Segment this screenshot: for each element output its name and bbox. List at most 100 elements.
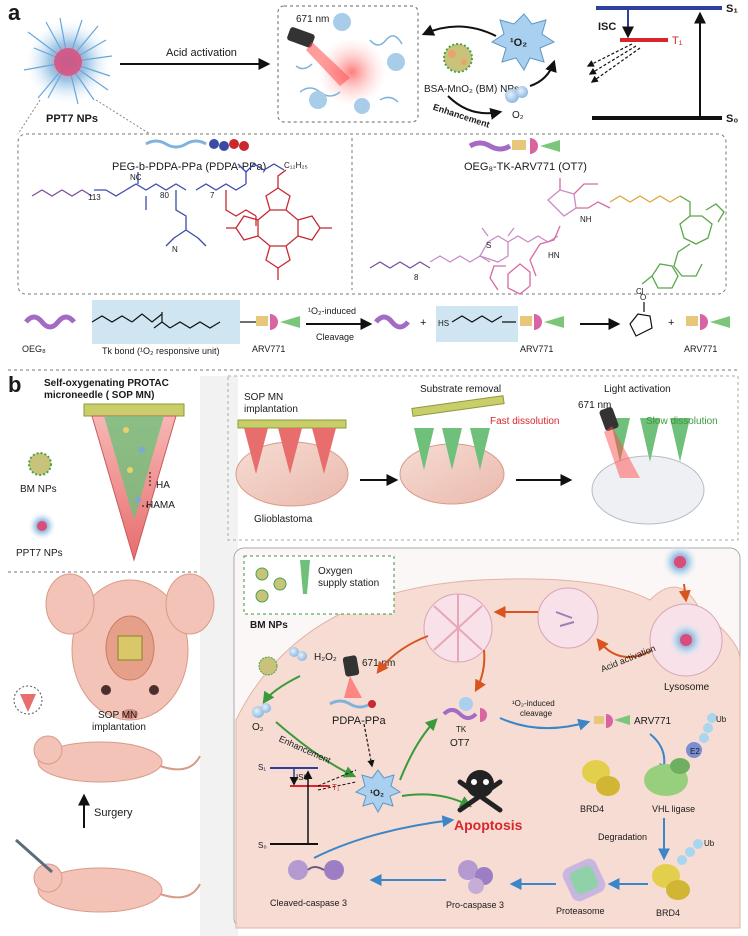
plus-sign-1: + xyxy=(420,317,426,329)
sop-title-line-1: Self-oxygenating PROTAC xyxy=(44,378,169,389)
o2-to-apoptosis-arrow xyxy=(401,793,473,808)
ot7-title: OEG₈-TK-ARV771 (OT7) xyxy=(464,161,587,173)
o2-induced-label: ¹O₂-induced xyxy=(308,306,356,316)
process-box xyxy=(227,375,739,541)
incoming-ppt7-icon xyxy=(662,544,698,580)
bm-nps-label: BSA-MnO₂ (BM) NPs xyxy=(424,84,519,95)
light-glow xyxy=(318,38,386,106)
step3-wavelength-label: 671 nm xyxy=(578,400,611,411)
ub-label-1: Ub xyxy=(716,715,727,724)
arv771-label-3: ARV771 xyxy=(684,344,717,354)
repeat-7-label: 7 xyxy=(210,191,215,200)
nc-label: NC xyxy=(130,173,142,182)
singlet-oxygen-label: ¹O₂ xyxy=(510,37,527,49)
tissue-with-needles-2 xyxy=(399,395,505,505)
tk-cell-label: TK xyxy=(456,725,467,734)
cyclic-thiocarbonate-structure xyxy=(629,302,653,337)
cleaved-caspase-icon xyxy=(288,860,344,880)
fast-dissolution-label: Fast dissolution xyxy=(490,416,559,427)
singlet-oxygen-star-icon xyxy=(490,13,556,71)
ot7-cleavage-arrow xyxy=(499,717,591,731)
proteasome-icon xyxy=(562,858,606,902)
light-activation-label: Light activation xyxy=(604,384,671,395)
pro-caspase-icon xyxy=(458,860,493,894)
glioblastoma-label: Glioblastoma xyxy=(254,514,313,525)
bm-np-icon xyxy=(443,43,473,73)
apoptosis-label: Apoptosis xyxy=(454,817,523,833)
panel-b-label: b xyxy=(8,372,21,397)
activation-inset-box xyxy=(277,5,419,123)
induced-cleavage-line-1: ¹O₂-induced xyxy=(512,699,555,708)
arv771-label-1: ARV771 xyxy=(252,344,285,354)
sop-microneedle-icon xyxy=(83,403,185,562)
slow-dissolution-label: Slow dissolution xyxy=(646,416,718,427)
zoom-funnel xyxy=(200,376,238,936)
cl-label: Cl xyxy=(636,287,644,296)
t1-label: T₁ xyxy=(672,35,683,47)
o2-to-inset-arrow xyxy=(421,24,497,37)
ppt7-nps-legend-label: PPT7 NPs xyxy=(16,548,63,559)
thiol-structure xyxy=(451,315,516,323)
cleavage-reaction-row xyxy=(24,300,300,344)
h2o2-label: H₂O₂ xyxy=(314,652,337,663)
vhl-ligase-icon xyxy=(644,713,717,796)
sop-title-line-2: microneedle ( SOP MN) xyxy=(44,390,154,401)
o2-enhancement-arrow xyxy=(275,721,357,778)
s1-label: S₁ xyxy=(726,3,738,15)
cell-membrane xyxy=(235,578,741,929)
singlet-oxygen-cell-label: ¹O₂ xyxy=(370,788,384,798)
brd4-icon-1 xyxy=(582,760,620,796)
lysosome-open-icon xyxy=(423,593,493,663)
step1-label-line-2: implantation xyxy=(244,404,298,415)
uptake-arrow xyxy=(678,583,691,603)
ha-label: HA xyxy=(156,480,170,491)
ot7-cell-label: OT7 xyxy=(450,738,470,749)
ppt7-np-legend-icon xyxy=(28,512,56,540)
acid-activation-label: Acid activation xyxy=(166,47,237,59)
oxygen-station-line-1: Oxygen xyxy=(318,566,352,577)
hn-label: HN xyxy=(548,251,560,260)
n-amine-label: N xyxy=(172,245,178,254)
released-oeg-icon xyxy=(374,314,410,330)
cleaved-caspase-label: Cleaved-caspase 3 xyxy=(270,898,347,908)
release-pdpa-arrow xyxy=(376,635,429,674)
o2-to-singlet-arrow xyxy=(529,59,557,87)
pdpa-ppa-title: PEG-b-PDPA-PPa (PDPA-PPa) xyxy=(112,161,266,173)
bm-nps-cell-label: BM NPs xyxy=(250,620,288,631)
singlet-oxygen-badges xyxy=(309,13,405,114)
release-ot7-arrow xyxy=(474,649,486,693)
brd4-ubiquitinated-icon xyxy=(652,839,703,900)
brd4-label-1: BRD4 xyxy=(580,804,604,814)
implant-zoom-needle xyxy=(20,694,36,712)
pdpa-ppa-laser-icon xyxy=(329,655,376,709)
ppt7-nps-label: PPT7 NPs xyxy=(46,113,98,125)
cell-s1-label: S₁ xyxy=(258,763,266,772)
lysosome-intact-icon xyxy=(537,587,599,649)
plus-sign-2: + xyxy=(668,317,674,329)
degradation-label: Degradation xyxy=(598,832,647,842)
inset-wavelength-label: 671 nm xyxy=(296,14,329,25)
pdpa-ppa-cell-label: PDPA-PPa xyxy=(332,715,386,727)
bm-np-h2o2-icon xyxy=(258,647,307,676)
carbonyl-o-label: O xyxy=(640,293,646,302)
lysosome-with-np-icon xyxy=(649,603,723,677)
mouse-head-icon xyxy=(45,573,215,721)
sop-implant-label-1: SOP MN xyxy=(98,710,137,721)
vhl-ligase-label: VHL ligase xyxy=(652,804,695,814)
ppt7-nanoparticle-icon xyxy=(23,17,113,105)
oeg8-label: OEG₈ xyxy=(22,344,46,354)
ot7-molecule-icon xyxy=(468,138,560,154)
panel-a-label: a xyxy=(8,0,21,25)
o2-cell-label: O₂ xyxy=(252,722,264,733)
ub-label-2: Ub xyxy=(704,839,715,848)
structures-box xyxy=(17,133,727,295)
o2-label: O₂ xyxy=(512,110,524,121)
induced-cleavage-line-2: cleavage xyxy=(520,709,553,718)
hama-label: HAMA xyxy=(146,500,175,511)
tk-highlight-box xyxy=(92,300,240,344)
bm-np-legend-icon xyxy=(28,452,52,476)
o2-bubbles-icon xyxy=(505,86,528,103)
mouse-body-icon-2 xyxy=(15,838,201,913)
cleavage-label: Cleavage xyxy=(316,332,354,342)
